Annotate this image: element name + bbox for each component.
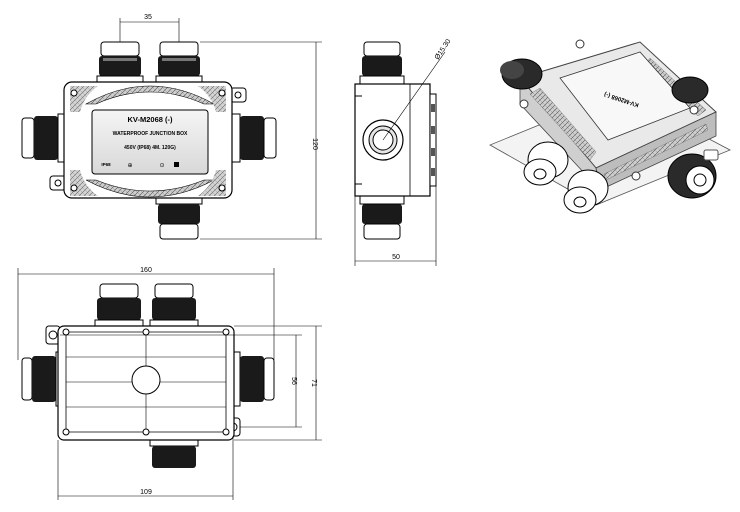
dim-body-length [57,436,234,500]
grip-top [84,85,216,105]
dim-side-width-value: 50 [392,254,400,261]
dim-height [200,41,322,240]
dim-top-spacing-value: 35 [144,14,152,21]
dim-inner-height [60,334,302,428]
dim-total-height [234,325,322,441]
grip-bottom [85,179,215,198]
dim-body-length-value: 109 [140,489,152,496]
dim-hole-value: Ø15.30 [434,38,453,61]
screw-icon [70,89,78,97]
isometric-view: KV-M2068 (-) [489,39,731,214]
label-line1: WATERPROOF JUNCTION BOX [113,131,188,137]
bin-icon [174,162,179,167]
model-label: KV-M2068 (-) [127,115,173,124]
dim-side-width [354,186,437,266]
side-view: Ø15.30 50 [354,38,453,266]
drain-hole [131,365,161,395]
cable-gland-top-left [96,41,144,85]
recycle-icon: ⊙ [159,162,164,169]
dim-total-length-value: 160 [140,267,152,274]
cable-gland-right [231,113,277,163]
label-line3: IP68 [101,162,111,167]
cable-gland-left [21,113,67,163]
dim-total-length [17,268,275,360]
label-plate [91,109,209,175]
screw-icon [218,184,226,192]
cable-gland-top-right [155,41,203,85]
screw-icon [70,184,78,192]
leader-line [382,51,446,141]
dim-height-value: 120 [311,138,318,150]
label-line2: 450V (IP68) 4M. 120G) [124,145,176,151]
ce-mark-icon: ⊕ [127,162,132,169]
dim-top-spacing [119,18,180,42]
iso-gland-2 [671,76,709,104]
bottom-view: 160 56 71 109 [17,267,322,500]
dim-inner-height-value: 56 [290,377,297,385]
cable-gland-bottom [155,195,203,240]
screw-icon [218,89,226,97]
front-view: KV-M2068 (-) WATERPROOF JUNCTION BOX 450… [21,14,322,240]
dim-total-height-value: 71 [310,379,317,387]
